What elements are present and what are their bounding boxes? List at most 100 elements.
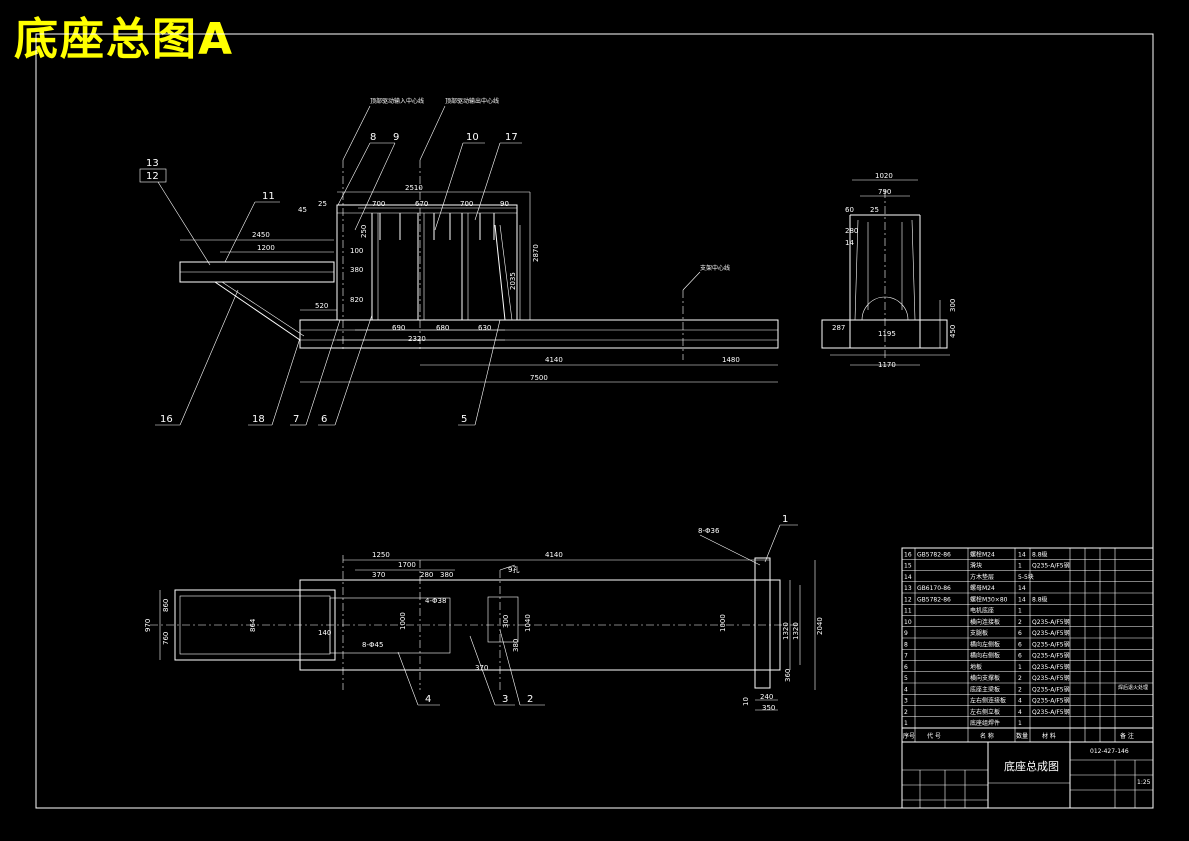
svg-text:690: 690 — [392, 324, 405, 332]
svg-text:100: 100 — [350, 247, 363, 255]
bom-cell-name: 底座主梁板 — [970, 685, 1000, 693]
bom-cell-mat: Q235-A/F5钢 — [1032, 640, 1070, 648]
svg-text:3: 3 — [502, 694, 508, 705]
svg-text:25: 25 — [318, 200, 327, 208]
svg-text:280: 280 — [420, 571, 433, 579]
bom-cell-name: 支腿板 — [970, 629, 988, 637]
bom-cell-no: 1 — [904, 720, 908, 727]
svg-text:2040: 2040 — [816, 617, 824, 635]
bom-cell-qty: 2 — [1018, 675, 1022, 682]
bom-cell-no: 3 — [904, 698, 908, 705]
svg-text:5: 5 — [461, 414, 467, 425]
main-frame — [336, 204, 518, 321]
bom-cell-name: 电机底座 — [970, 607, 994, 615]
svg-text:2320: 2320 — [408, 335, 426, 343]
svg-text:9孔: 9孔 — [508, 566, 519, 574]
svg-text:860: 860 — [162, 599, 170, 612]
bom-h-remark: 备 注 — [1120, 733, 1134, 740]
svg-text:8-Φ45: 8-Φ45 — [362, 641, 383, 649]
bom-cell-name: 螺母M24 — [970, 584, 995, 592]
bom-cell-name: 底座组焊件 — [970, 719, 1000, 727]
svg-text:1320: 1320 — [782, 622, 790, 640]
svg-text:4140: 4140 — [545, 356, 563, 364]
svg-text:4140: 4140 — [545, 551, 563, 559]
bom-h-qty: 数量 — [1016, 733, 1029, 740]
svg-text:60: 60 — [845, 206, 854, 214]
svg-text:4: 4 — [425, 694, 431, 705]
bom-cell-no: 11 — [904, 608, 912, 615]
bom-cell-name: 横向左侧板 — [970, 640, 1000, 648]
svg-text:2450: 2450 — [252, 231, 270, 239]
svg-text:1: 1 — [782, 514, 788, 525]
side-view: 1020 790 60 25 280 14 1195 1170 287 300 … — [821, 172, 957, 369]
bom-cell-name: 左右侧立板 — [970, 708, 1000, 716]
svg-text:8-Φ36: 8-Φ36 — [698, 527, 720, 535]
bom-cell-mat: Q235-A/F5钢 — [1032, 685, 1070, 693]
svg-text:45: 45 — [298, 206, 307, 214]
bom-cell-mat: Q235-A/F5钢 — [1032, 674, 1070, 682]
svg-text:1480: 1480 — [722, 356, 740, 364]
bom-cell-code: GB6170-86 — [917, 585, 951, 592]
svg-text:顶部驱动输出中心线: 顶部驱动输出中心线 — [445, 97, 499, 105]
bom-cell-qty: 2 — [1018, 619, 1022, 626]
svg-text:140: 140 — [318, 629, 331, 637]
bom-cell-no: 5 — [904, 675, 908, 682]
svg-text:16: 16 — [160, 414, 173, 425]
bom-cell-no: 8 — [904, 641, 908, 648]
svg-text:300: 300 — [949, 299, 957, 312]
title-block — [902, 742, 1153, 808]
bom-cell-qty: 1 — [1018, 563, 1022, 570]
svg-text:700: 700 — [460, 200, 473, 208]
svg-text:1000: 1000 — [399, 612, 407, 630]
svg-text:790: 790 — [878, 188, 891, 196]
bom-cell-mat: Q235-A/F5钢 — [1032, 618, 1070, 626]
svg-text:700: 700 — [372, 200, 385, 208]
bom-cell-name: 螺栓M30×80 — [970, 595, 1008, 603]
bom-cell-name: 横向连接板 — [970, 618, 1000, 626]
title-scale: 1:25 — [1137, 779, 1151, 786]
svg-text:360: 360 — [784, 669, 792, 682]
bom-cell-code: GB5782-86 — [917, 551, 951, 558]
svg-text:380: 380 — [350, 266, 363, 274]
bom-cell-qty: 1 — [1018, 664, 1022, 671]
svg-text:520: 520 — [315, 302, 328, 310]
bom-cell-qty: 5-5块 — [1018, 573, 1034, 581]
svg-text:2510: 2510 — [405, 184, 423, 192]
svg-text:280: 280 — [845, 227, 858, 235]
bom-cell-name: 滑块 — [970, 562, 982, 570]
bom-cell-name: 方木垫层 — [970, 573, 994, 581]
svg-text:6: 6 — [321, 414, 327, 425]
bom-cell-qty: 6 — [1018, 641, 1022, 648]
svg-text:1320: 1320 — [792, 622, 800, 640]
bom-header: 序号 代 号 名 称 数量 材 料 备 注 — [902, 729, 1153, 742]
bom-cell-mat: Q235-A/F5钢 — [1032, 697, 1070, 705]
bom-cell-qty: 1 — [1018, 608, 1022, 615]
bom-h-code: 代 号 — [927, 733, 941, 740]
bom-cell-name: 螺栓M24 — [970, 550, 995, 558]
bom-cell-qty: 4 — [1018, 698, 1022, 705]
front-view: 2510 700 670 700 90 45 25 2450 1200 100 … — [139, 97, 779, 426]
svg-text:13: 13 — [146, 158, 159, 169]
svg-text:10: 10 — [466, 132, 479, 143]
svg-text:1000: 1000 — [719, 614, 727, 632]
svg-text:18: 18 — [252, 414, 265, 425]
svg-text:1195: 1195 — [878, 330, 896, 338]
svg-text:1170: 1170 — [878, 361, 896, 369]
svg-text:1250: 1250 — [372, 551, 390, 559]
bom-cell-no: 16 — [904, 551, 912, 558]
bom-cell-no: 14 — [904, 574, 912, 581]
bom-h-name: 名 称 — [980, 733, 994, 740]
svg-text:7: 7 — [293, 414, 299, 425]
svg-text:250: 250 — [360, 225, 368, 238]
bom-cell-no: 9 — [904, 630, 908, 637]
svg-text:820: 820 — [350, 296, 363, 304]
svg-text:4-Φ38: 4-Φ38 — [425, 597, 446, 605]
svg-text:450: 450 — [949, 325, 957, 338]
svg-text:380: 380 — [440, 571, 453, 579]
svg-text:300: 300 — [502, 615, 510, 628]
bom-cell-name: 左右侧连接板 — [970, 697, 1006, 705]
outer-frame — [35, 33, 1154, 809]
bom-note-right: 焊后退火处理 — [1118, 685, 1149, 691]
plan-view: 1250 4140 1700 370 280 380 9孔 4-Φ38 8-Φ4… — [144, 514, 824, 712]
